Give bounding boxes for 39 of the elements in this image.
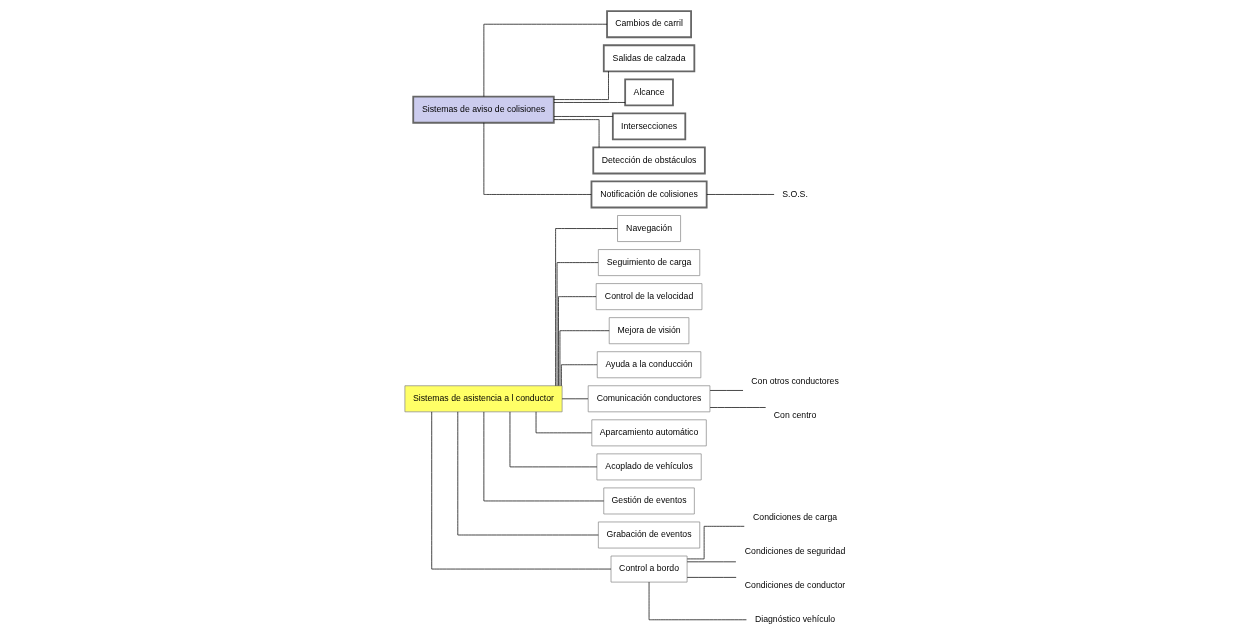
node-box: Detección de obstáculos [591,146,706,175]
node-box: Grabación de eventos [597,521,700,549]
node-box: Acoplado de vehículos [596,453,702,481]
node-text: Condiciones de conductor [744,579,845,590]
connector [559,330,610,387]
connector [483,122,592,195]
connector [705,194,774,195]
connector [483,23,607,97]
node-box: Control a bordo [610,555,687,583]
connector [553,102,625,103]
connector [709,407,766,408]
node-text: Con centro [773,410,816,421]
connector [553,71,609,100]
node-box: Control de la velocidad [595,283,702,311]
node-box: Seguimiento de carga [597,249,700,276]
node-box: Intersecciones [611,112,686,141]
node-box: Comunicación conductores [587,385,710,413]
connector [554,228,618,387]
connector [709,390,743,391]
node-box: Cambios de carril [605,10,692,39]
node-box: Sistemas de aviso de colisiones [411,95,555,124]
node-text: S.O.S. [781,188,808,199]
connector [556,262,599,387]
node-box: Navegación [616,215,681,242]
node-box: Aparcamiento automático [590,419,707,447]
node-box: Notificación de colisiones [590,180,708,209]
connector [553,116,613,117]
node-text: Condiciones de seguridad [744,545,845,556]
node-text: Diagnóstico vehículo [754,614,835,625]
node-text: Con otros conductores [750,376,839,387]
connector [557,296,596,387]
node-box: Salidas de calzada [602,44,695,73]
node-box: Ayuda a la conducción [596,351,701,379]
node-box: Gestión de eventos [602,487,695,515]
node-box: Sistemas de asistencia a l conductor [404,385,562,413]
connector [553,119,599,148]
node-text: Condiciones de carga [752,511,837,522]
node-box: Mejora de visión [608,317,689,345]
node-box: Alcance [623,78,674,107]
